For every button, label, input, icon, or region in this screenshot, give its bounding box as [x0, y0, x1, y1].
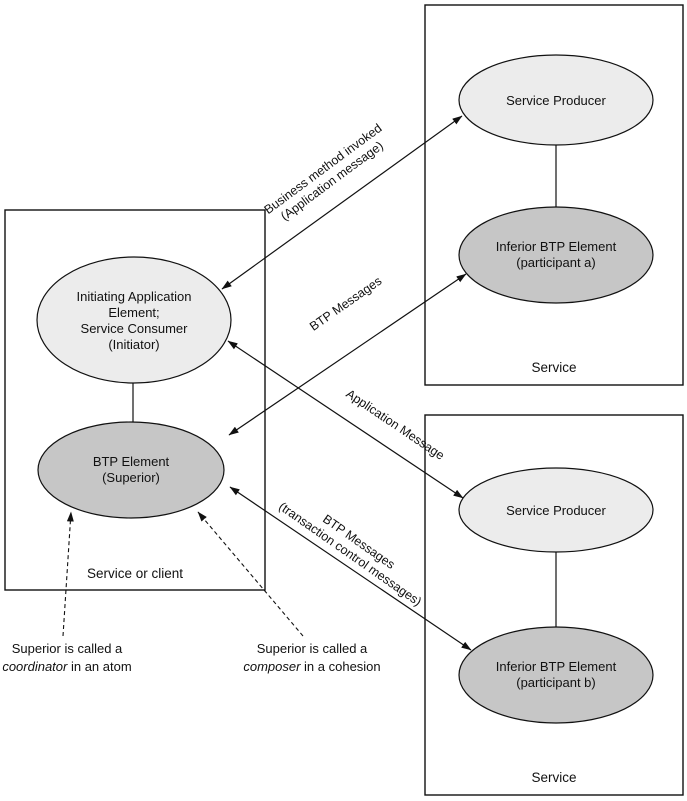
initiating-application-node — [36, 256, 232, 384]
service-producer-top-label: Service Producer — [506, 93, 606, 108]
service-box-top-label: Service — [531, 360, 576, 375]
service-box-bottom-label: Service — [531, 770, 576, 785]
application-message-label: Application Message — [344, 387, 447, 463]
inferior-participant-b-node — [458, 626, 654, 724]
coordinator-note-arrow — [62, 511, 74, 637]
btp-messages-b-arrow — [229, 486, 472, 651]
coordinator-note-rest: in an atom — [67, 659, 131, 674]
business-method-label-line1: Business method invoked — [262, 121, 385, 217]
composer-note-line2: composer in a cohesion — [243, 659, 380, 674]
inferior-participant-a-node — [458, 206, 654, 304]
inferior-a-label-line2: (participant a) — [516, 255, 595, 270]
btp-messages-b-label-group: BTP Messages (transaction control messag… — [276, 499, 424, 608]
initiating-application-label-line2: Element; — [108, 305, 159, 320]
coordinator-note-line2: coordinator in an atom — [2, 659, 131, 674]
btp-superior-label-line2: (Superior) — [102, 470, 160, 485]
coordinator-italic-word: coordinator — [2, 659, 68, 674]
service-or-client-box-label: Service or client — [87, 566, 183, 581]
inferior-a-label-line1: Inferior BTP Element — [496, 239, 617, 254]
service-producer-bottom-label: Service Producer — [506, 503, 606, 518]
initiating-application-label-line3: Service Consumer — [81, 321, 189, 336]
inferior-b-label-line2: (participant b) — [516, 675, 595, 690]
btp-messages-a-label: BTP Messages — [307, 274, 384, 334]
btp-superior-node — [37, 421, 225, 519]
btp-superior-label-line1: BTP Element — [93, 454, 170, 469]
composer-note-arrow — [197, 511, 304, 637]
composer-note-rest: in a cohesion — [300, 659, 380, 674]
service-producer-bottom-node — [458, 467, 654, 553]
btp-messages-b-label-line2: (transaction control messages) — [276, 499, 424, 608]
service-producer-top-node — [458, 54, 654, 146]
inferior-b-label-line1: Inferior BTP Element — [496, 659, 617, 674]
initiating-application-label-line1: Initiating Application — [77, 289, 192, 304]
composer-note-line1: Superior is called a — [257, 641, 368, 656]
initiating-application-label-line4: (Initiator) — [108, 337, 159, 352]
coordinator-note-line1: Superior is called a — [12, 641, 123, 656]
composer-italic-word: composer — [243, 659, 301, 674]
business-method-arrow — [221, 115, 463, 290]
application-message-arrow — [227, 340, 464, 499]
